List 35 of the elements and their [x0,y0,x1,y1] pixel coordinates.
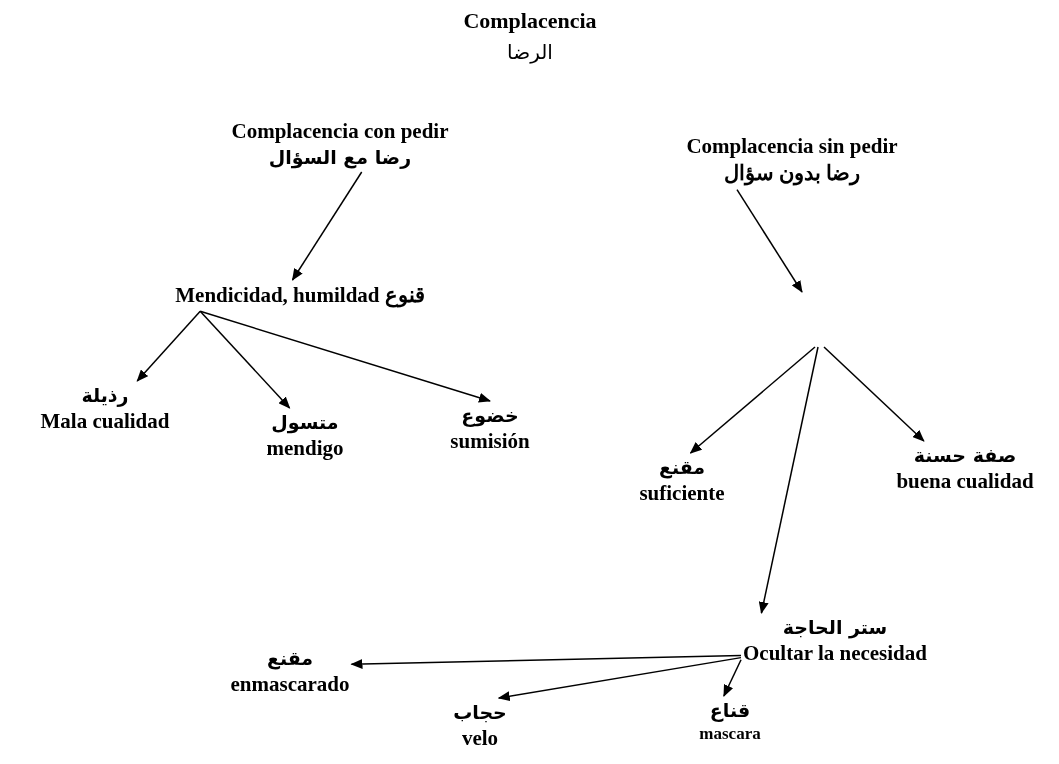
node-label: enmascarado [230,670,350,698]
subtitle: الرضا [507,40,553,64]
node-label: مقنع [657,455,707,480]
node-label: sumisión [450,427,530,455]
arrow [823,346,925,442]
node-label: رضا مع السؤال [267,145,413,170]
node-label: صفة حسنة [912,443,1018,468]
node-label: Mala cualidad [40,407,170,435]
node-label: Mendicidad, humildad قنوع [175,282,425,310]
arrow [689,346,816,454]
arrow [199,310,291,409]
node-label: Ocultar la necesidad [743,639,927,667]
arrow [758,346,819,614]
node-label: mascara [699,722,761,745]
arrow [736,188,803,293]
node-label: velo [460,724,500,752]
node-label: Complacencia sin pedir رضا بدون سؤال [685,133,899,188]
node-label: حجاب [453,700,507,725]
arrow [350,654,742,669]
node-label: خضوع [460,403,520,428]
node-label: مقنع [265,646,315,671]
arrow [199,310,491,403]
node-label: Complacencia con pedir [231,118,449,145]
node-label: suficiente [639,479,725,507]
node-label: mendigo [266,434,344,462]
arrow [136,310,201,382]
arrow [497,656,742,702]
arrow [291,171,363,281]
node-label: متسول [270,410,340,435]
node-label: قناع [708,698,752,723]
node-label: buena cualidad [896,467,1034,495]
arrow [723,658,742,697]
title: Complacencia [463,8,597,34]
node-label: رذيلة [80,383,130,408]
node-label: ستر الحاجة [781,615,889,640]
